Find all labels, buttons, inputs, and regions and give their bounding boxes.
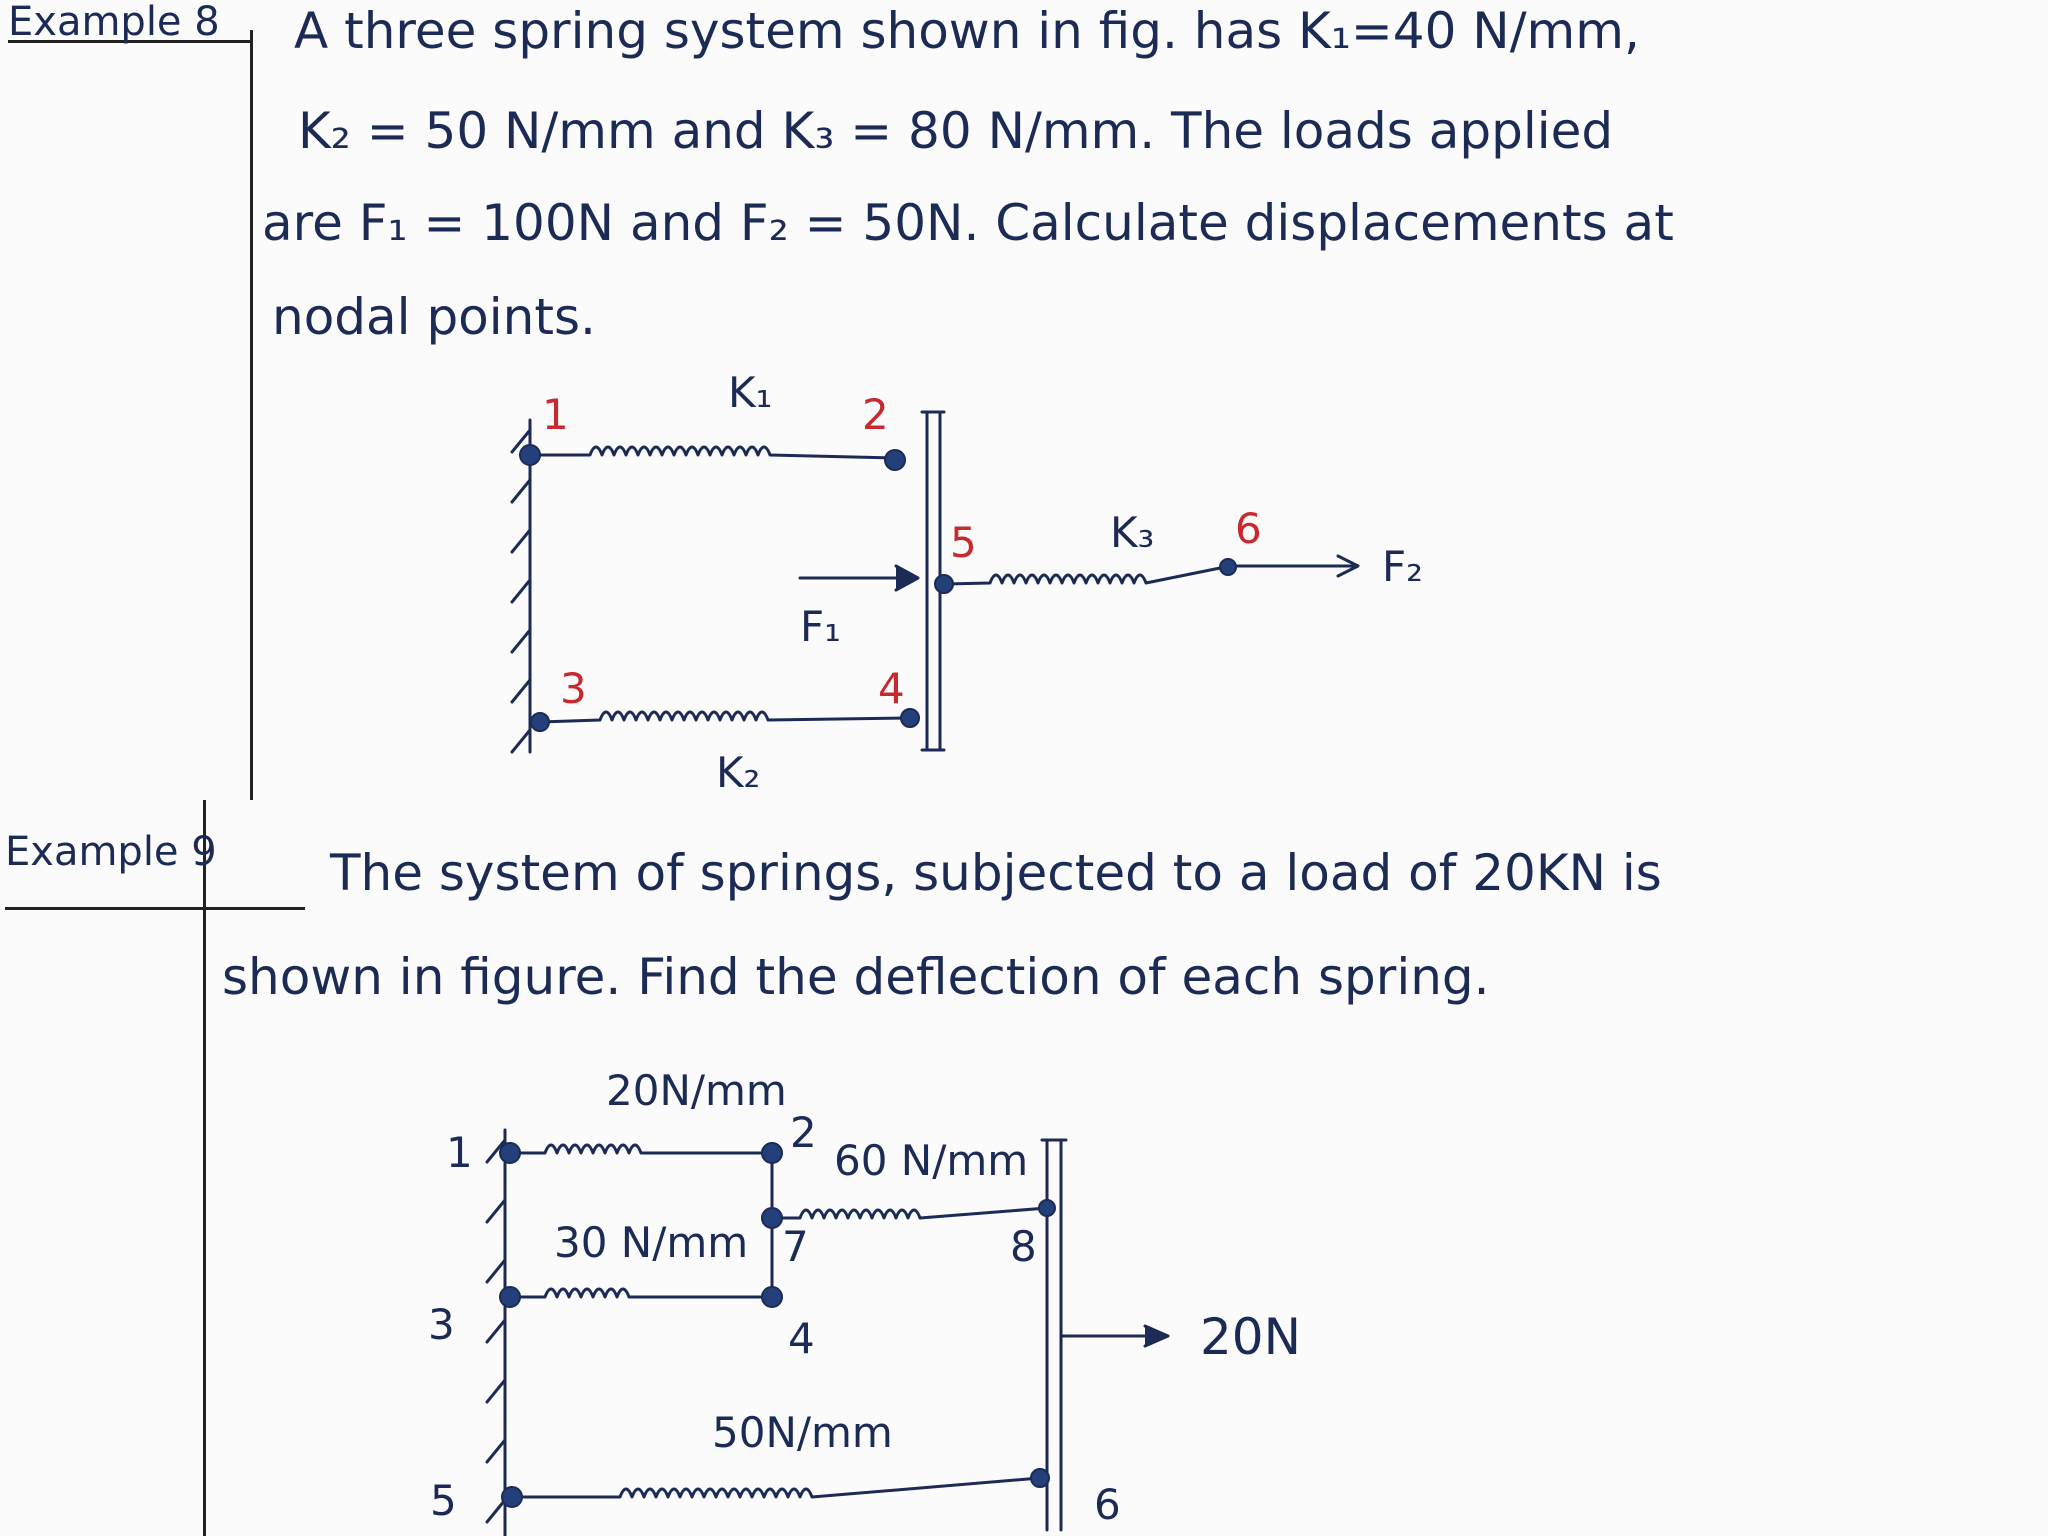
node-label-5: 5 [950,518,977,567]
node-3 [530,712,550,732]
node-9-label-6: 6 [1094,1480,1121,1529]
node-label-4: 4 [878,664,905,713]
label-50-n-mm: 50N/mm [712,1408,893,1457]
node-9-8 [1038,1199,1056,1217]
label-20-n-mm: 20N/mm [606,1066,787,1115]
node-9-4 [761,1286,783,1308]
label-f1: F₁ [800,602,841,651]
node-label-2: 2 [862,390,889,439]
node-1 [519,444,541,466]
example9-heading: Example 9 [5,829,217,875]
label-30-n-mm: 30 N/mm [554,1218,749,1267]
node-9-7 [761,1207,783,1229]
node-label-1: 1 [542,390,569,439]
node-9-label-1: 1 [446,1128,473,1177]
node-9-label-2: 2 [790,1108,817,1157]
label-20n-force: 20N [1200,1308,1302,1366]
label-f2: F₂ [1382,542,1423,591]
node-label-6: 6 [1235,504,1262,553]
label-k1: K₁ [728,368,773,417]
wall-hatching-1 [510,428,532,754]
label-k3: K₃ [1110,508,1155,557]
label-k2: K₂ [716,748,761,797]
spring-30-n-mm [510,1287,774,1299]
spring-k2 [538,710,912,724]
node-9-label-4: 4 [788,1314,815,1363]
node-9-label-3: 3 [428,1300,455,1349]
spring-20-n-mm [510,1143,774,1155]
example8-margin-line [250,30,253,800]
node-6 [1219,558,1237,576]
node-9-1 [499,1142,521,1164]
example8-heading-underline [8,40,253,43]
node-4 [900,708,920,728]
spring-60-n-mm [770,1206,1049,1220]
example8-line-4: nodal points. [272,288,596,346]
example9-line-2: shown in figure. Find the deflection of … [222,948,1490,1006]
node-2 [884,449,906,471]
example8-line-2: K₂ = 50 N/mm and K₃ = 80 N/mm. The loads… [298,102,1614,160]
node-9-3 [499,1286,521,1308]
node-9-2 [761,1142,783,1164]
node-9-label-7: 7 [782,1222,809,1271]
example9-line-1: The system of springs, subjected to a lo… [330,844,1662,902]
example8-heading: Example 8 [8,0,220,45]
node-9-label-5: 5 [430,1476,457,1525]
wall-hatching-2 [485,1138,507,1524]
example9-margin-line [203,800,206,1536]
node-9-label-8: 8 [1010,1222,1037,1271]
node-label-3: 3 [560,664,587,713]
example9-heading-underline [5,907,305,910]
spring-k3 [943,565,1227,586]
node-9-5 [501,1486,523,1508]
spring-k1 [528,445,897,460]
spring-50-n-mm [510,1476,1042,1499]
label-60-n-mm: 60 N/mm [834,1136,1029,1185]
example8-line-1: A three spring system shown in fig. has … [294,2,1640,60]
example8-line-3: are F₁ = 100N and F₂ = 50N. Calculate di… [262,194,1674,252]
node-5 [934,574,954,594]
node-9-6 [1030,1468,1050,1488]
